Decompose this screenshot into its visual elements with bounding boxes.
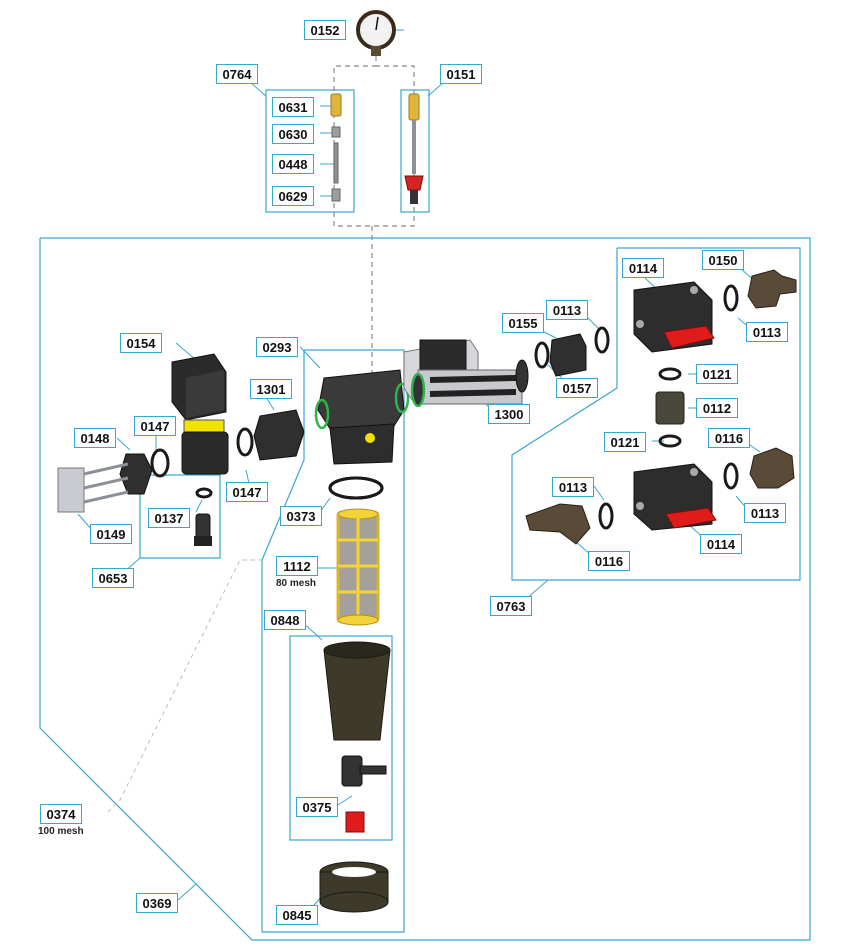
label-0150: 0150 — [702, 250, 744, 270]
label-0149: 0149 — [90, 524, 132, 544]
label-0113-c: 0113 — [552, 477, 594, 497]
fitting-0150 — [747, 269, 797, 309]
label-0116-left: 0116 — [588, 551, 630, 571]
label-0112: 0112 — [696, 398, 738, 418]
label-0373: 0373 — [280, 506, 322, 526]
bracket-0149 — [57, 462, 129, 513]
fitting-0116-right — [749, 447, 795, 489]
label-0845: 0845 — [276, 905, 318, 925]
main-assembly-frame — [39, 237, 811, 941]
label-0155: 0155 — [502, 313, 544, 333]
label-0121-upper: 0121 — [696, 364, 738, 384]
label-0629: 0629 — [272, 186, 314, 206]
manifold-1300 — [403, 339, 529, 408]
cover-0154 — [171, 353, 229, 475]
seal-0373 — [328, 476, 384, 500]
label-0151: 0151 — [440, 64, 482, 84]
label-0653: 0653 — [92, 568, 134, 588]
gauge-parts-0764 — [330, 93, 342, 202]
label-0148: 0148 — [74, 428, 116, 448]
dashed-0374-connector — [107, 559, 262, 813]
probe-0151 — [404, 93, 424, 204]
group-0764-frame — [265, 89, 355, 213]
label-1112: 1112 — [276, 556, 318, 576]
frame-lines — [39, 89, 811, 941]
label-0293: 0293 — [256, 337, 298, 357]
ring-nut-0845 — [319, 861, 389, 913]
label-0116-right: 0116 — [708, 428, 750, 448]
drain-valve-0375 — [341, 755, 387, 833]
label-0152: 0152 — [304, 20, 346, 40]
label-0147-lower: 0147 — [226, 482, 268, 502]
valve-0114-upper — [633, 281, 715, 353]
label-0113-a: 0113 — [546, 300, 588, 320]
label-0764: 0764 — [216, 64, 258, 84]
bowl-0848 — [323, 641, 391, 741]
label-1300: 1300 — [488, 404, 530, 424]
dashed-connectors — [333, 56, 415, 380]
group-0293-frame — [261, 349, 405, 933]
pressure-gauge-0152 — [356, 10, 396, 56]
label-0630: 0630 — [272, 124, 314, 144]
elbow-0116-left — [525, 503, 591, 545]
group-0848-frame — [289, 635, 393, 841]
label-0848: 0848 — [264, 610, 306, 630]
label-0448: 0448 — [272, 154, 314, 174]
label-0375: 0375 — [296, 797, 338, 817]
label-0147-upper: 0147 — [134, 416, 176, 436]
label-0121-lower: 0121 — [604, 432, 646, 452]
label-0113-b: 0113 — [746, 322, 788, 342]
label-1301: 1301 — [250, 379, 292, 399]
label-0114-upper: 0114 — [622, 258, 664, 278]
label-0137: 0137 — [148, 508, 190, 528]
adapter-1301 — [253, 409, 305, 461]
group-0653-frame — [139, 474, 221, 559]
filter-body-0293 — [314, 369, 410, 465]
label-0369: 0369 — [136, 893, 178, 913]
label-0114-lower: 0114 — [700, 534, 742, 554]
leader-lines — [77, 29, 761, 913]
group-0151-frame — [400, 89, 430, 213]
label-0374: 0374 — [40, 804, 82, 824]
cap-0148 — [119, 453, 153, 495]
label-0631: 0631 — [272, 97, 314, 117]
note-80-mesh: 80 mesh — [276, 578, 317, 589]
sleeve-0112 — [655, 391, 685, 425]
label-0113-d: 0113 — [744, 503, 786, 523]
valve-0114-lower — [633, 463, 717, 531]
label-0154: 0154 — [120, 333, 162, 353]
note-100-mesh: 100 mesh — [38, 826, 84, 837]
nut-0155 — [549, 333, 587, 377]
hose-tail-0137 — [194, 513, 212, 546]
label-0157: 0157 — [556, 378, 598, 398]
group-0763-frame — [511, 247, 801, 581]
strainer-1112 — [336, 508, 380, 626]
label-0763: 0763 — [490, 596, 532, 616]
